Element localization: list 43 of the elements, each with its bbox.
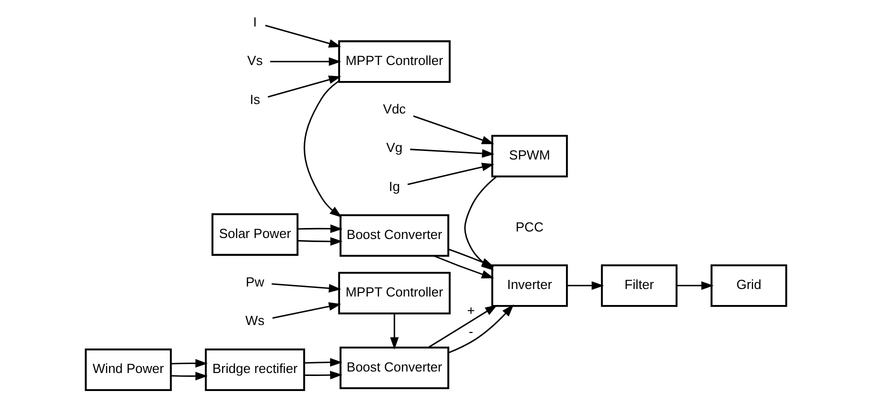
arrow: [464, 176, 497, 270]
edge-label: +: [466, 303, 474, 318]
node-text: Vg: [386, 140, 402, 156]
node-text: Is: [249, 92, 260, 107]
arrow: [412, 115, 494, 144]
node-box: Wind Power: [84, 348, 172, 391]
node-box: SPWM: [490, 134, 568, 178]
arrow: [272, 302, 341, 319]
arrow: [410, 148, 494, 158]
arrow: [448, 304, 514, 354]
arrow: [390, 314, 398, 350]
arrow: [267, 76, 341, 98]
arrow: [676, 281, 714, 290]
node-box: Solar Power: [211, 213, 298, 256]
node-box: MPPT Controller: [338, 40, 450, 83]
node-text: Pw: [245, 274, 264, 290]
node-box: Grid: [710, 264, 787, 307]
arrow: [566, 281, 604, 290]
node-box: Filter: [600, 264, 678, 307]
arrow: [271, 283, 341, 293]
arrow: [304, 370, 342, 380]
node-text: I: [252, 14, 256, 30]
node-box: Boost Converter: [339, 214, 449, 257]
arrow: [170, 372, 208, 380]
arrow: [427, 304, 497, 348]
node-text: Ig: [388, 178, 400, 194]
node-text: Vs: [246, 53, 262, 68]
arrow: [303, 80, 342, 218]
arrow: [304, 358, 342, 367]
edge-label: -: [468, 324, 473, 339]
arrow: [297, 224, 342, 234]
label: PCC: [515, 219, 544, 234]
node-box: Inverter: [490, 264, 568, 307]
arrow: [170, 359, 208, 368]
arrow: [297, 237, 342, 246]
arrow: [270, 57, 341, 66]
node-text: Ws: [244, 313, 264, 328]
node-box: Bridge rectifier: [204, 348, 305, 391]
arrow: [264, 24, 341, 48]
node-box: Boost Converter: [339, 346, 449, 390]
node-box: MPPT Controller: [338, 272, 450, 314]
node-text: Vdc: [382, 101, 406, 116]
arrow: [406, 162, 494, 186]
